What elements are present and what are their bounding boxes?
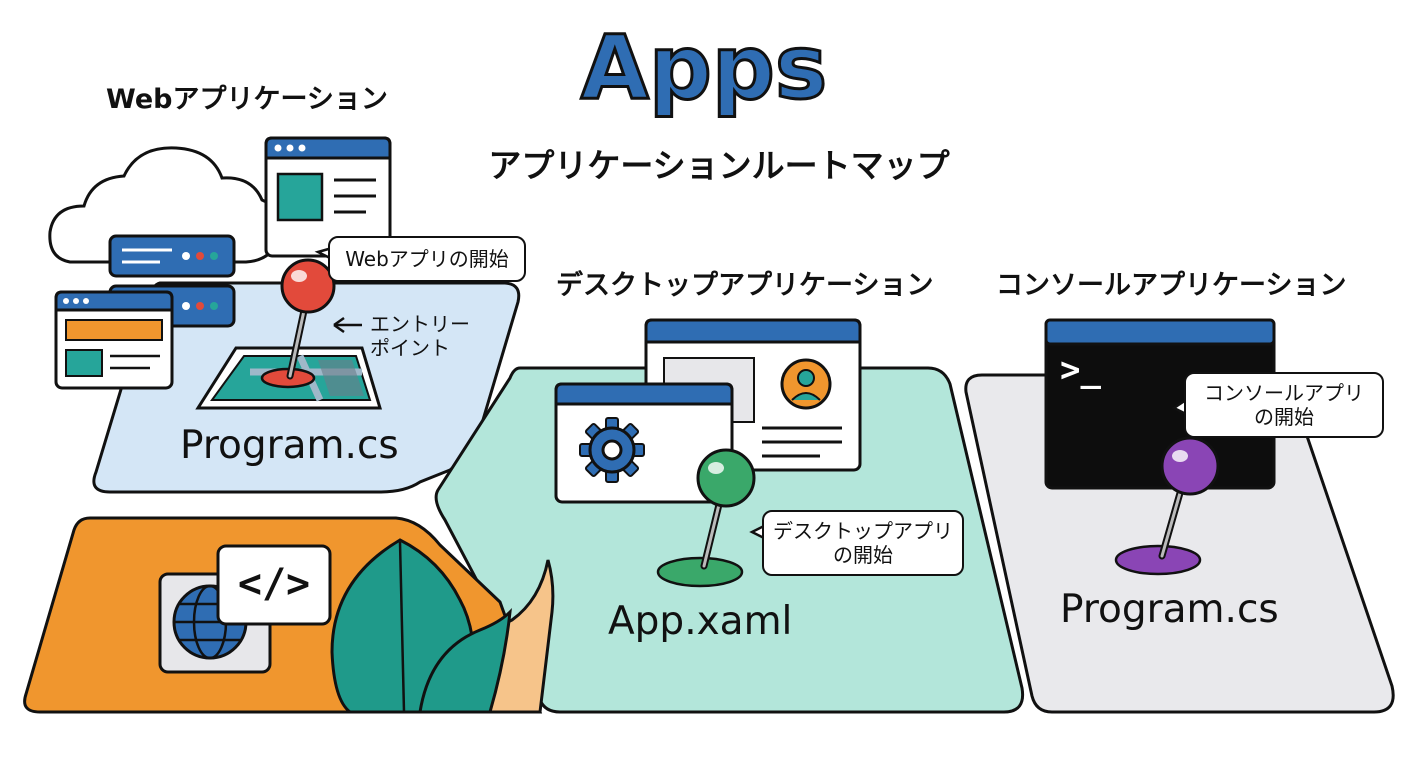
web-entry-file: Program.cs	[180, 423, 399, 468]
console-section-title: コンソールアプリケーション	[996, 270, 1347, 301]
terminal-prompt: >_	[1060, 350, 1101, 390]
settings-window-icon	[554, 382, 734, 504]
code-window	[216, 544, 332, 626]
desktop-entry-file: App.xaml	[608, 599, 793, 644]
entry-point-note-line1: エントリー	[370, 312, 470, 336]
desktop-start-callout-line2: の開始	[833, 543, 893, 567]
console-start-callout-line2: の開始	[1254, 405, 1314, 429]
web-start-callout: Webアプリの開始	[328, 236, 526, 282]
browser-window-icon	[264, 136, 392, 258]
green-pin-icon	[656, 448, 756, 588]
browser-window-icon	[54, 290, 174, 390]
desktop-start-callout: デスクトップアプリ の開始	[762, 510, 964, 576]
console-start-callout-line1: コンソールアプリ	[1204, 381, 1364, 405]
entry-point-note-line2: ポイント	[370, 336, 450, 360]
desktop-start-callout-line1: デスクトップアプリ	[773, 519, 953, 543]
gear-icon	[579, 417, 645, 483]
console-entry-file: Program.cs	[1060, 587, 1279, 632]
desktop-section-title: デスクトップアプリケーション	[556, 270, 934, 301]
code-tag-icon: </>	[237, 561, 311, 607]
entry-arrow-icon	[333, 316, 362, 334]
console-start-callout: コンソールアプリ の開始	[1184, 372, 1384, 438]
web-section-title: Webアプリケーション	[106, 84, 388, 115]
web-start-callout-text: Webアプリの開始	[345, 247, 509, 271]
main-title: Apps	[579, 16, 828, 119]
entry-point-note: エントリー ポイント	[370, 312, 470, 360]
leaf-teal	[418, 607, 512, 714]
purple-pin-icon	[1114, 436, 1220, 576]
terminal-icon	[1044, 318, 1276, 490]
page-subtitle: アプリケーションルートマップ	[488, 146, 950, 185]
red-pin-icon	[280, 258, 336, 380]
